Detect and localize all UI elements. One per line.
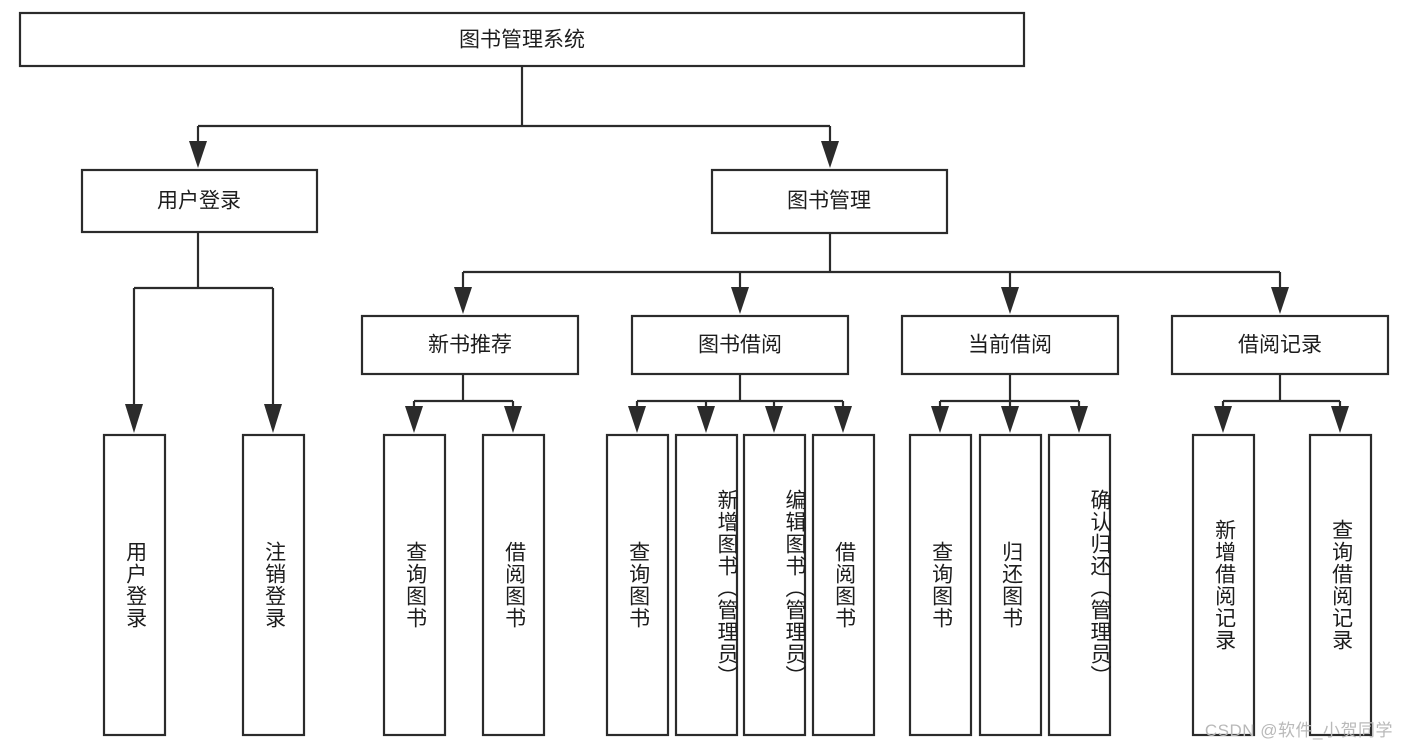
arrow-borrow-l2-icon bbox=[697, 406, 715, 433]
node-user-login-label: 用户登录 bbox=[157, 190, 241, 213]
leaf-borrow-lend-rect[interactable] bbox=[811, 433, 876, 737]
node-new-book-recommend[interactable]: 新书推荐 bbox=[360, 314, 580, 376]
node-borrow-records[interactable]: 借阅记录 bbox=[1170, 314, 1390, 376]
node-new-book-recommend-rect[interactable] bbox=[360, 314, 580, 376]
arrow-current-l2-icon bbox=[1001, 406, 1019, 433]
node-book-borrow[interactable]: 图书借阅 bbox=[630, 314, 850, 376]
arrow-records-l1-icon bbox=[1214, 406, 1232, 433]
leaf-borrow-add-rect[interactable] bbox=[674, 433, 739, 737]
node-book-borrow-rect[interactable] bbox=[630, 314, 850, 376]
arrow-records-l2-icon bbox=[1331, 406, 1349, 433]
leaf-borrow-query-rect[interactable] bbox=[605, 433, 670, 737]
arrow-newbook-l2-icon bbox=[504, 406, 522, 433]
connector-group-current bbox=[931, 374, 1088, 433]
node-root-rect[interactable] bbox=[18, 11, 1026, 68]
node-book-manage-rect[interactable] bbox=[710, 168, 949, 235]
arrow-manage-c2-icon bbox=[731, 287, 749, 314]
node-current-borrow[interactable]: 当前借阅 bbox=[900, 314, 1120, 376]
watermark-text: CSDN @软件_小贺同学 bbox=[1204, 721, 1393, 740]
arrow-manage-c4-icon bbox=[1271, 287, 1289, 314]
arrow-borrow-l1-icon bbox=[628, 406, 646, 433]
arrow-root-to-manage-icon bbox=[821, 141, 839, 168]
arrow-borrow-l3-icon bbox=[765, 406, 783, 433]
arrow-login-leaf1-icon bbox=[125, 404, 143, 433]
arrow-current-l3-icon bbox=[1070, 406, 1088, 433]
leaf-current-query-rect[interactable] bbox=[908, 433, 973, 737]
leaf-records-add-rect[interactable] bbox=[1191, 433, 1256, 737]
leaf-current-return-rect[interactable] bbox=[978, 433, 1043, 737]
node-borrow-records-rect[interactable] bbox=[1170, 314, 1390, 376]
arrow-manage-c3-icon bbox=[1001, 287, 1019, 314]
node-root[interactable]: 图书管理系统 bbox=[18, 11, 1026, 68]
node-user-login-rect[interactable] bbox=[80, 168, 319, 234]
connector-group-records bbox=[1214, 374, 1349, 433]
arrow-newbook-l1-icon bbox=[405, 406, 423, 433]
arrow-borrow-l4-icon bbox=[834, 406, 852, 433]
connector-group-newbook bbox=[405, 374, 522, 433]
connector-group-manage bbox=[454, 233, 1289, 314]
leaf-logout-rect[interactable] bbox=[241, 433, 306, 737]
connector-group-login bbox=[125, 232, 282, 433]
arrow-root-to-login-icon bbox=[189, 141, 207, 168]
arrow-manage-c1-icon bbox=[454, 287, 472, 314]
node-borrow-records-label: 借阅记录 bbox=[1238, 334, 1322, 357]
leaf-newbook-borrow-rect[interactable] bbox=[481, 433, 546, 737]
arrow-current-l1-icon bbox=[931, 406, 949, 433]
node-root-label: 图书管理系统 bbox=[459, 29, 585, 52]
node-book-borrow-label: 图书借阅 bbox=[698, 334, 782, 357]
node-book-manage-label: 图书管理 bbox=[787, 190, 871, 213]
node-new-book-recommend-label: 新书推荐 bbox=[428, 334, 512, 357]
connector-group-root bbox=[189, 66, 839, 168]
leaf-borrow-edit-rect[interactable] bbox=[742, 433, 807, 737]
leaf-newbook-query-rect[interactable] bbox=[382, 433, 447, 737]
node-book-manage[interactable]: 图书管理 bbox=[710, 168, 949, 235]
connector-group-borrow bbox=[628, 374, 852, 433]
node-current-borrow-rect[interactable] bbox=[900, 314, 1120, 376]
arrow-login-leaf2-icon bbox=[264, 404, 282, 433]
leaf-user-login-rect[interactable] bbox=[102, 433, 167, 737]
leaf-records-query-rect[interactable] bbox=[1308, 433, 1373, 737]
leaf-current-confirm-rect[interactable] bbox=[1047, 433, 1112, 737]
node-user-login[interactable]: 用户登录 bbox=[80, 168, 319, 234]
node-current-borrow-label: 当前借阅 bbox=[968, 334, 1052, 357]
